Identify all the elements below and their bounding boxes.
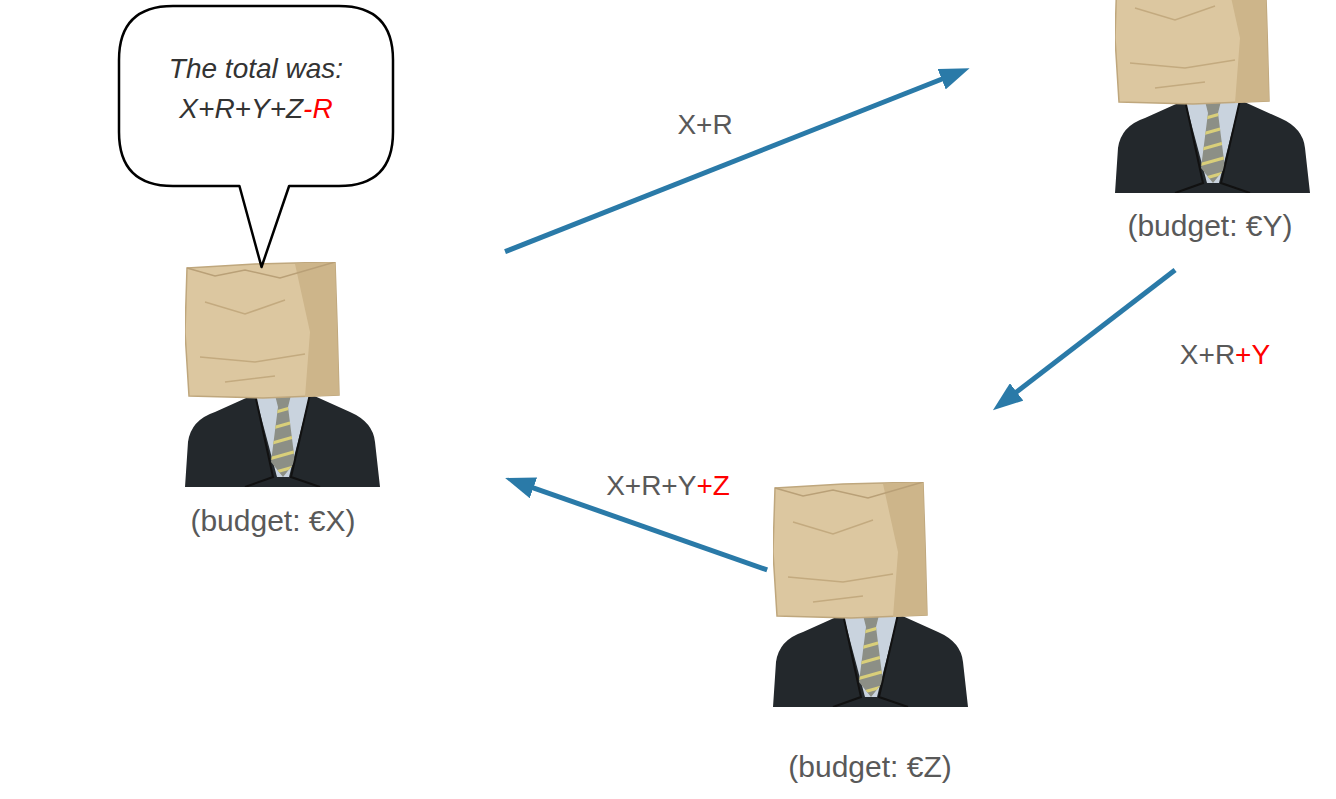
flow-arrow [1009, 270, 1175, 398]
text-part: (budget: €X) [190, 504, 355, 537]
person-node: (budget: €Z) [770, 484, 970, 789]
person-node: (budget: €Y) [1110, 0, 1310, 248]
speech-bubble: The total was: X+R+Y+Z-R [118, 5, 394, 187]
text-part: +Y [1235, 339, 1270, 370]
text-part: +Z [696, 470, 729, 501]
flow-label: X+R+Y+Z [602, 469, 734, 503]
bubble-text: The total was: X+R+Y+Z-R [151, 49, 361, 129]
text-part: -R [303, 93, 333, 124]
person-figure [185, 262, 380, 487]
budget-caption: (budget: €X) [190, 503, 355, 539]
flow-arrow [505, 75, 951, 251]
text-part: X+R [1180, 339, 1235, 370]
text-part: (budget: €Y) [1127, 209, 1292, 242]
bubble-shape [119, 6, 393, 267]
person-figure [1115, 0, 1310, 193]
person-node: (budget: €X) [173, 258, 373, 543]
budget-caption: (budget: €Z) [788, 749, 951, 785]
text-part: X+R+Y [606, 470, 696, 501]
text-part: X+R [677, 109, 732, 140]
budget-caption: (budget: €Y) [1127, 208, 1292, 244]
flow-label: X+R [673, 108, 736, 142]
flow-label: X+R+Y [1176, 338, 1274, 372]
text-part: (budget: €Z) [788, 750, 951, 783]
person-figure [773, 482, 968, 707]
